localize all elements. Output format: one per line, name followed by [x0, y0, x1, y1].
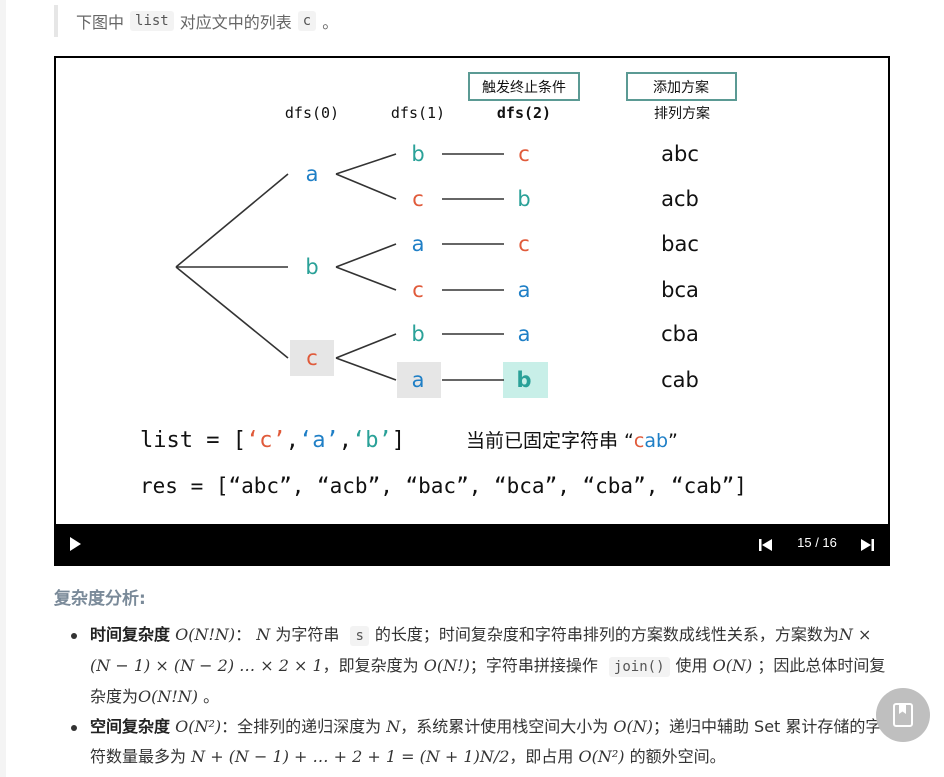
res-line: res = [“abc”, “acb”, “bac”, “bca”, “cba”… [140, 474, 747, 498]
node-l1-5: b [411, 322, 424, 346]
node-l2-5: a [518, 322, 531, 346]
prev-slide-icon[interactable] [759, 538, 773, 552]
highlight-c-level0 [290, 340, 334, 376]
node-l1-2: c [412, 187, 424, 211]
complexity-heading: 复杂度分析: [54, 589, 146, 609]
fixed-string-line: 当前已固定字符串“cab” [466, 430, 678, 452]
slide-sep: / [811, 535, 823, 550]
slide-current: 15 [797, 535, 812, 550]
perm-5: cba [661, 322, 699, 346]
code-list: list [130, 11, 174, 31]
floating-book-button[interactable] [876, 688, 930, 742]
node-l0-b: b [305, 255, 318, 279]
perm-label: 排列方案 [654, 105, 710, 122]
node-l2-3: c [518, 232, 530, 256]
node-l2-1: c [518, 142, 530, 166]
dfs1-label: dfs(1) [391, 104, 445, 122]
intro-text-after: 。 [322, 13, 339, 32]
dfs0-label: dfs(0) [285, 104, 339, 122]
node-l0-a: a [306, 162, 319, 186]
slide-frame: 触发终止条件 添加方案 排列方案 dfs(0) dfs(1) dfs(2) [56, 58, 888, 524]
node-l0-c: c [306, 346, 318, 370]
highlight-a-level1 [397, 362, 441, 398]
perm-6: cab [661, 368, 699, 392]
slide-counter: 15 / 16 [789, 535, 845, 550]
add-box [626, 72, 737, 101]
space-complexity-item: 空间复杂度 O(N²)：全排列的递归深度为 N，系统累计使用栈空间大小为 O(N… [54, 712, 890, 772]
node-l1-6: a [412, 368, 425, 392]
trigger-box [468, 72, 580, 101]
next-slide-icon[interactable] [860, 538, 874, 552]
node-l1-3: a [412, 232, 425, 256]
player-controls: 15 / 16 [54, 524, 890, 566]
node-l2-2: b [517, 187, 530, 211]
slide-total: 16 [822, 535, 837, 550]
play-button[interactable] [70, 537, 81, 551]
intro-quote: 下图中 list 对应文中的列表 c 。 [54, 5, 338, 37]
perm-1: abc [661, 142, 699, 166]
perm-3: bac [661, 232, 699, 256]
node-l1-1: b [411, 142, 424, 166]
code-c: c [297, 11, 317, 31]
perm-4: bca [661, 278, 699, 302]
permutation-tree-diagram: 触发终止条件 添加方案 排列方案 dfs(0) dfs(1) dfs(2) [140, 72, 747, 498]
node-l2-4: a [518, 278, 531, 302]
trigger-label: 触发终止条件 [482, 79, 566, 96]
node-l2-6: b [516, 368, 531, 392]
dfs2-label: dfs(2) [497, 104, 551, 122]
book-icon [893, 703, 913, 727]
list-line: list = [‘c’,‘a’,‘b’] [140, 428, 405, 453]
tree-edges [175, 153, 504, 381]
slide-player: 触发终止条件 添加方案 排列方案 dfs(0) dfs(1) dfs(2) [54, 56, 890, 566]
intro-text-before: 下图中 [76, 13, 125, 32]
node-l1-4: c [412, 278, 424, 302]
highlight-b-level2 [503, 362, 548, 398]
page-left-edge [0, 0, 6, 777]
add-label: 添加方案 [653, 79, 709, 96]
perm-2: acb [661, 187, 699, 211]
intro-text-middle: 对应文中的列表 [179, 13, 292, 32]
